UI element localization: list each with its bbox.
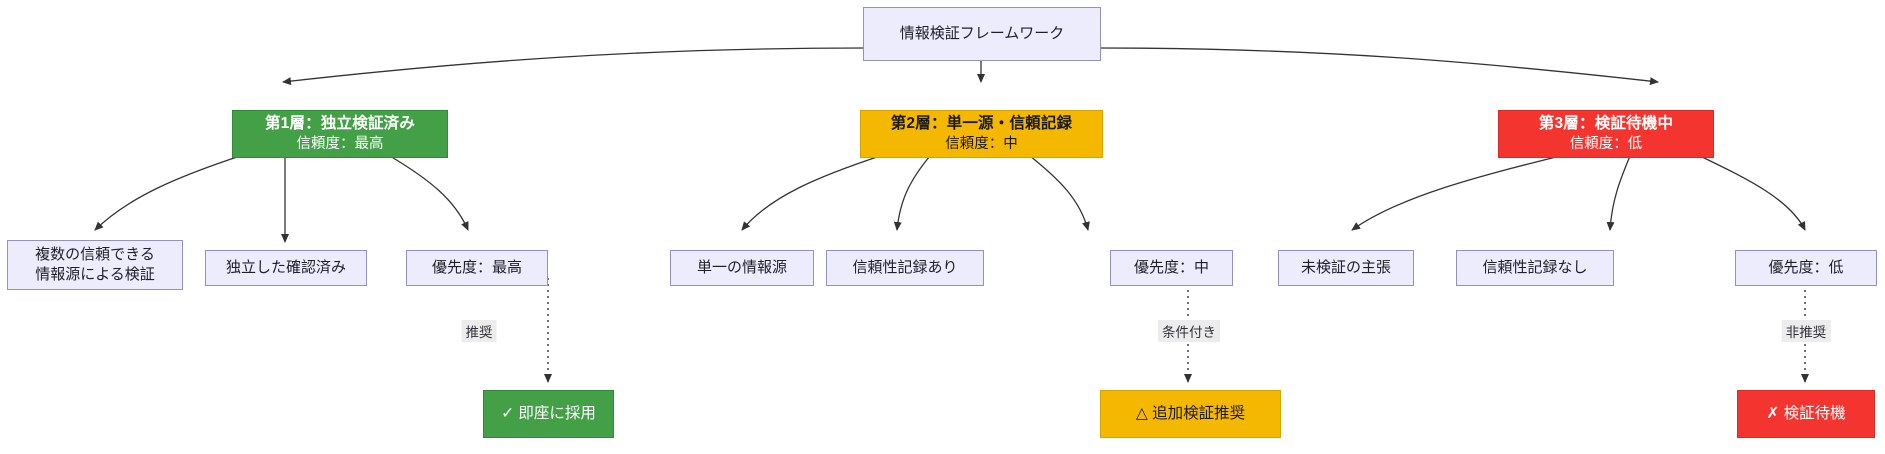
node-tier2-leaf1[interactable]: 単一の情報源	[670, 250, 814, 286]
edge-tier3-leaf2	[1606, 155, 1631, 231]
node-tier2-leaf3-line1: 優先度：中	[1133, 258, 1209, 276]
node-action-tier3-label: ✗ 検証待機	[1766, 404, 1846, 422]
node-tier1-leaf2[interactable]: 独立した確認済み	[205, 250, 367, 286]
node-tier1-leaf1-line2: 情報源による検証	[35, 266, 155, 283]
node-tier3-leaf3[interactable]: 優先度：低	[1735, 250, 1877, 286]
node-tier3-leaf1[interactable]: 未検証の主張	[1278, 250, 1414, 286]
edge-label-tier3-action: 非推奨	[1781, 320, 1831, 342]
node-tier3-leaf1-line1: 未検証の主張	[1300, 258, 1391, 276]
node-tier1-title: 第1層：独立検証済み	[264, 114, 416, 132]
node-action-tier3[interactable]: ✗ 検証待機	[1737, 390, 1875, 438]
edge-tier2-leaf1	[741, 155, 881, 231]
node-action-tier1-label: ✓ 即座に採用	[501, 404, 596, 422]
edge-label-tier2-action: 条件付き	[1158, 320, 1220, 342]
node-root[interactable]: 情報検証フレームワーク	[863, 7, 1101, 61]
node-action-tier2-label: △ 追加検証推奨	[1135, 404, 1246, 422]
node-tier2-leaf1-line1: 単一の情報源	[696, 258, 787, 276]
node-tier1-leaf3[interactable]: 優先度：最高	[406, 250, 548, 286]
node-tier2-subtitle: 信頼度：中	[945, 135, 1018, 152]
edge-tier2-leaf2	[893, 155, 931, 231]
node-tier2[interactable]: 第2層：単一源・信頼記録 信頼度：中	[860, 110, 1103, 158]
edge-root-tier1	[282, 47, 864, 86]
node-tier3-leaf2[interactable]: 信頼性記録なし	[1456, 250, 1614, 286]
edge-tier1-leaf3	[389, 155, 469, 231]
node-tier1-leaf3-line1: 優先度：最高	[431, 258, 522, 276]
node-tier3-leaf2-line1: 信頼性記録なし	[1482, 258, 1588, 276]
node-tier2-leaf2[interactable]: 信頼性記録あり	[826, 250, 984, 286]
node-tier1-subtitle: 信頼度：最高	[296, 135, 384, 152]
node-tier2-title: 第2層：単一源・信頼記録	[890, 114, 1073, 132]
node-action-tier1[interactable]: ✓ 即座に採用	[483, 390, 614, 438]
node-action-tier2[interactable]: △ 追加検証推奨	[1100, 390, 1281, 438]
node-tier3-title: 第3層：検証待機中	[1538, 114, 1674, 132]
edge-tier3-leaf3	[1699, 155, 1806, 231]
node-root-label: 情報検証フレームワーク	[899, 24, 1065, 42]
edge-tier3-leaf1	[1351, 155, 1561, 231]
node-tier1-leaf1[interactable]: 複数の信頼できる 情報源による検証	[7, 240, 183, 290]
node-tier3-leaf3-line1: 優先度：低	[1768, 258, 1844, 276]
node-tier1-leaf1-line1: 複数の信頼できる	[35, 245, 155, 263]
node-tier1[interactable]: 第1層：独立検証済み 信頼度：最高	[232, 110, 448, 158]
edge-label-tier1-action: 推奨	[461, 320, 497, 342]
node-tier2-leaf3[interactable]: 優先度：中	[1110, 250, 1233, 286]
node-tier1-leaf2-line1: 独立した確認済み	[225, 258, 346, 276]
node-tier3[interactable]: 第3層：検証待機中 信頼度：低	[1498, 110, 1714, 158]
edge-tier2-leaf3	[1029, 155, 1090, 231]
node-tier2-leaf2-line1: 信頼性記録あり	[852, 258, 958, 276]
edge-tier1-leaf1	[94, 155, 241, 231]
node-tier3-subtitle: 信頼度：低	[1569, 135, 1643, 152]
edge-root-tier3	[1099, 47, 1659, 86]
